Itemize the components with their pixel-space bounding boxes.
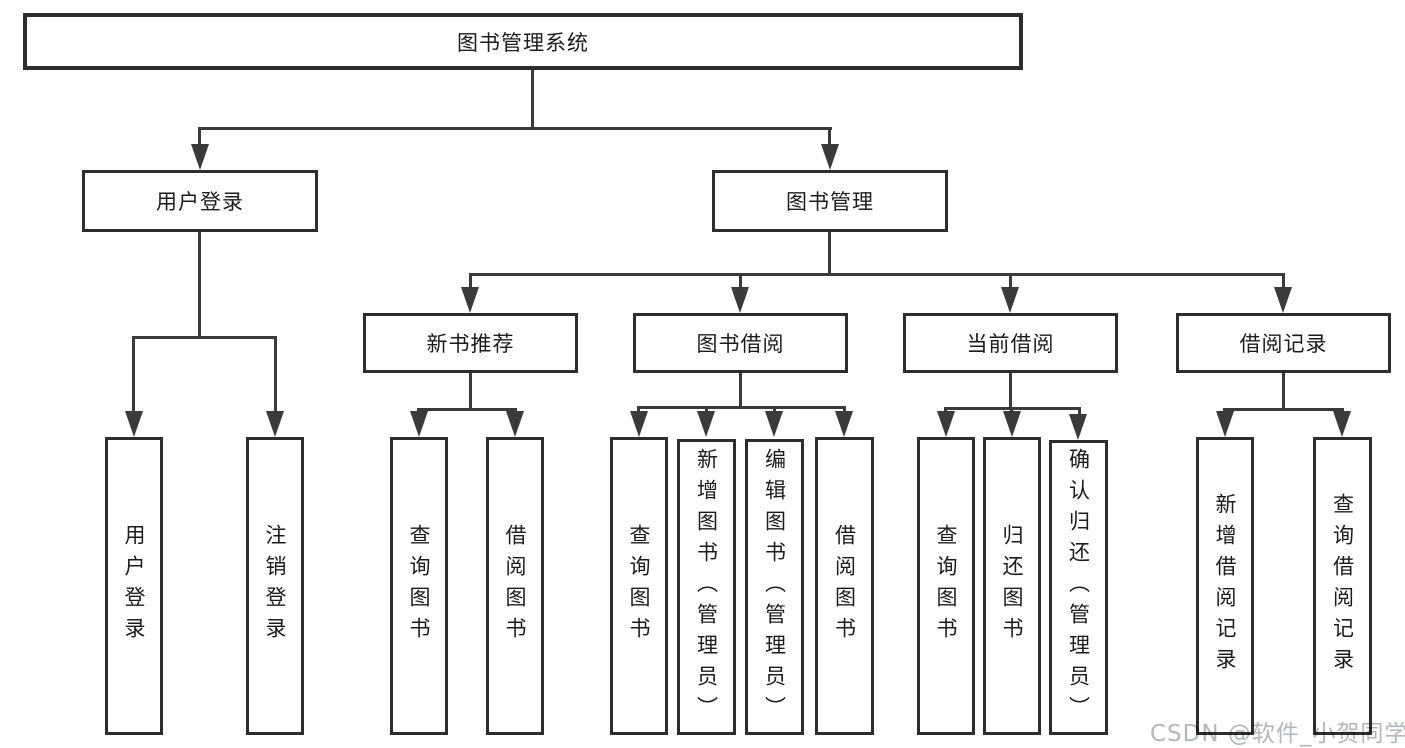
arrow-down-icon — [191, 144, 209, 170]
node-book-borrow: 图书借阅 — [633, 313, 848, 373]
leaf-user-login: 用户登录 — [105, 437, 163, 735]
node-new-book-recommend: 新书推荐 — [363, 313, 578, 373]
arrow-down-icon — [410, 411, 428, 437]
leaf-logout: 注销登录 — [246, 437, 304, 735]
node-root-system: 图书管理系统 — [23, 13, 1023, 70]
connector-userlogin-hline — [132, 336, 277, 339]
leaf-confirm-return-admin: 确认归还（管理员） — [1049, 440, 1108, 735]
arrow-down-icon — [1274, 287, 1292, 313]
leaf-borrow-book-recommend: 借阅图书 — [486, 437, 544, 735]
node-book-borrow-label: 图书借阅 — [696, 332, 785, 356]
connector-drop-leaf — [132, 336, 135, 416]
node-user-login: 用户登录 — [82, 170, 318, 232]
node-root-label: 图书管理系统 — [457, 30, 589, 55]
connector-bookmgmt-hline — [469, 273, 1285, 276]
arrow-down-icon — [937, 411, 955, 437]
arrow-down-icon — [1003, 411, 1021, 437]
node-book-management-label: 图书管理 — [786, 190, 874, 214]
connector-drop-book-mgmt — [828, 127, 831, 149]
connector-drop-leaf — [274, 336, 277, 416]
arrow-down-icon — [821, 144, 839, 170]
arrow-down-icon — [697, 411, 715, 437]
arrow-down-icon — [506, 411, 524, 437]
leaf-logout-label: 注销登录 — [263, 524, 287, 648]
arrow-down-icon — [835, 411, 853, 437]
arrow-down-icon — [630, 411, 648, 437]
arrow-down-icon — [1333, 411, 1351, 437]
leaf-query-book-recommend: 查询图书 — [390, 437, 448, 735]
connector-drop-l3 — [1009, 273, 1012, 293]
arrow-down-icon — [125, 411, 143, 437]
node-current-borrow: 当前借阅 — [903, 313, 1118, 373]
node-borrow-records-label: 借阅记录 — [1239, 332, 1328, 356]
leaf-add-borrow-record-label: 新增借阅记录 — [1213, 493, 1237, 679]
node-borrow-records: 借阅记录 — [1176, 313, 1391, 373]
leaf-query-book-borrow: 查询图书 — [610, 437, 668, 735]
connector-l3-stub — [739, 373, 742, 406]
arrow-down-icon — [1069, 414, 1087, 440]
arrow-down-icon — [1001, 287, 1019, 313]
leaf-edit-book-admin-label: 编辑图书（管理员） — [762, 447, 787, 727]
connector-drop-l3 — [469, 273, 472, 293]
leaf-return-book-label: 归还图书 — [1000, 524, 1024, 648]
connector-l3-stub — [469, 373, 472, 408]
leaf-add-book-admin: 新增图书（管理员） — [677, 439, 736, 735]
leaf-edit-book-admin: 编辑图书（管理员） — [745, 439, 804, 735]
connector-l3-hline — [637, 406, 846, 409]
arrow-down-icon — [731, 287, 749, 313]
connector-bookmgmt-stub — [828, 232, 831, 273]
leaf-borrow-book-label: 借阅图书 — [832, 524, 857, 648]
connector-drop-user-login — [198, 127, 201, 149]
connector-root-stub — [531, 70, 534, 127]
node-current-borrow-label: 当前借阅 — [966, 332, 1055, 356]
leaf-query-borrow-record: 查询借阅记录 — [1313, 437, 1372, 735]
connector-l3-hline — [1223, 408, 1344, 411]
leaf-add-book-admin-label: 新增图书（管理员） — [694, 447, 719, 727]
leaf-borrow-book: 借阅图书 — [815, 437, 874, 735]
connector-root-hline — [198, 127, 832, 130]
leaf-query-book-recommend-label: 查询图书 — [407, 524, 431, 648]
arrow-down-icon — [1216, 411, 1234, 437]
csdn-watermark: CSDN @软件_小贺同学 — [1150, 721, 1405, 747]
arrow-down-icon — [765, 411, 783, 437]
leaf-confirm-return-admin-label: 确认归还（管理员） — [1066, 448, 1091, 727]
leaf-query-book-current: 查询图书 — [917, 437, 975, 735]
leaf-return-book: 归还图书 — [983, 437, 1041, 735]
connector-drop-l3 — [1282, 273, 1285, 293]
leaf-borrow-book-recommend-label: 借阅图书 — [503, 524, 527, 648]
arrow-down-icon — [266, 411, 284, 437]
connector-drop-l3 — [739, 273, 742, 293]
connector-l3-stub — [1282, 373, 1285, 408]
leaf-user-login-label: 用户登录 — [122, 524, 146, 648]
leaf-query-book-borrow-label: 查询图书 — [627, 524, 651, 648]
connector-l3-hline — [417, 408, 517, 411]
connector-l3-stub — [1009, 373, 1012, 407]
leaf-query-book-current-label: 查询图书 — [934, 524, 958, 648]
connector-drop-leaf — [1078, 407, 1081, 416]
leaf-add-borrow-record: 新增借阅记录 — [1196, 437, 1254, 735]
node-book-management: 图书管理 — [712, 170, 948, 232]
leaf-query-borrow-record-label: 查询借阅记录 — [1330, 493, 1355, 679]
node-new-book-recommend-label: 新书推荐 — [426, 332, 515, 356]
node-user-login-label: 用户登录 — [156, 190, 244, 214]
arrow-down-icon — [461, 287, 479, 313]
connector-userlogin-stub — [198, 232, 201, 336]
